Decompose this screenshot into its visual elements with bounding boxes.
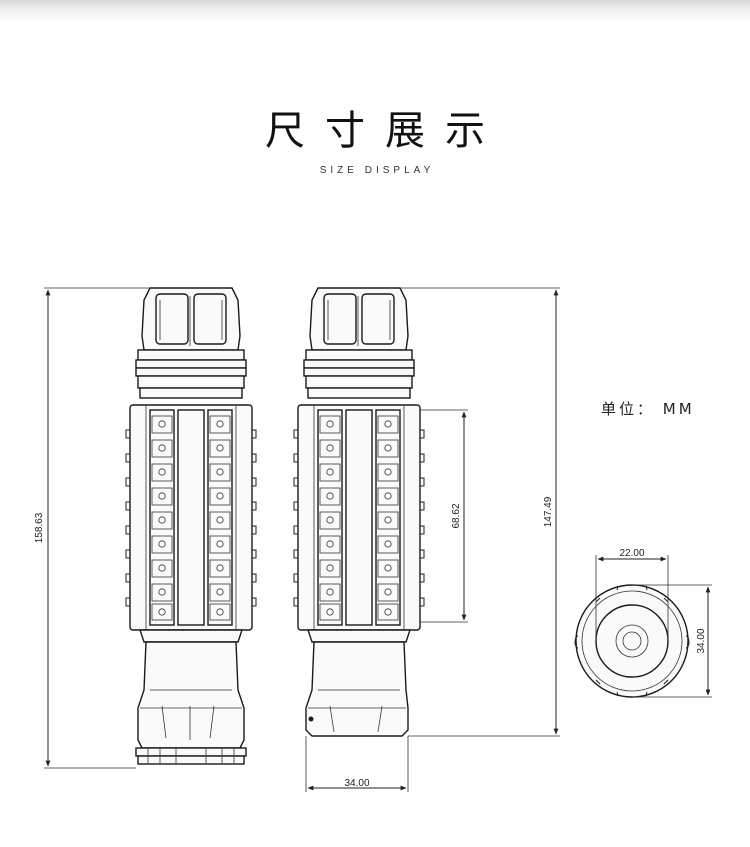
end-view bbox=[574, 584, 690, 698]
page-subtitle: SIZE DISPLAY bbox=[319, 165, 435, 176]
dim-text-right-total: 147.49 bbox=[543, 496, 554, 527]
left-grip-studs bbox=[125, 415, 257, 621]
right-grip-view bbox=[293, 287, 425, 737]
dim-grip-length bbox=[420, 409, 468, 623]
dim-text-left-total: 158.63 bbox=[34, 512, 45, 543]
page-title: 尺寸展示 bbox=[265, 108, 505, 154]
dim-text-end-outer: 34.00 bbox=[696, 628, 707, 653]
dim-base-width bbox=[305, 736, 409, 792]
dim-end-outer bbox=[632, 584, 712, 698]
top-shadow-bar bbox=[0, 0, 750, 22]
left-grip-view bbox=[125, 287, 257, 765]
dim-text-base-width: 34.00 bbox=[344, 778, 369, 789]
right-grip-studs bbox=[293, 415, 425, 621]
dim-end-inner bbox=[595, 555, 669, 640]
dim-right-total bbox=[400, 287, 560, 737]
dim-left-total bbox=[44, 287, 150, 769]
unit-label: 单位： MM bbox=[601, 400, 695, 418]
dim-text-end-inner: 22.00 bbox=[619, 548, 644, 559]
dim-text-grip-length: 68.62 bbox=[451, 503, 462, 528]
